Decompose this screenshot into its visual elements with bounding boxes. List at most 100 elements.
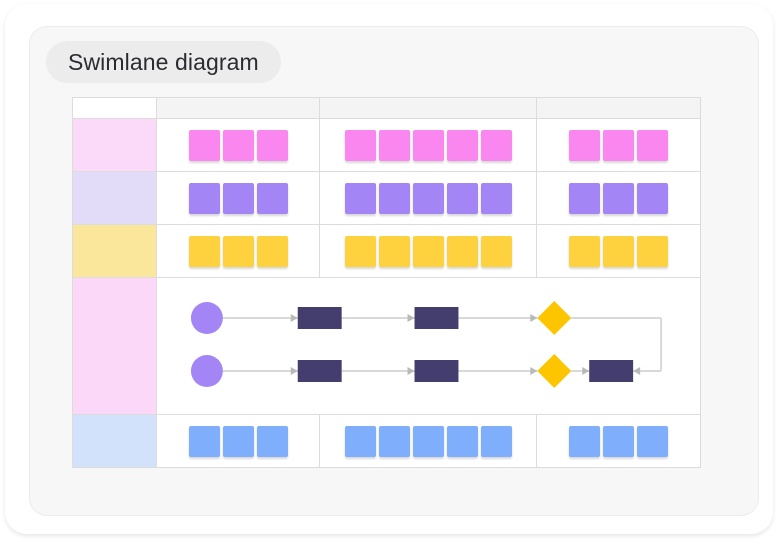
task-block[interactable]: [188, 235, 220, 267]
table-row: [72, 118, 701, 172]
table-row: [72, 224, 701, 278]
process-1-top[interactable]: [297, 307, 342, 329]
lane-blue-cell-1: [156, 414, 320, 468]
task-block[interactable]: [188, 425, 220, 457]
task-block[interactable]: [188, 129, 220, 161]
task-block[interactable]: [222, 129, 254, 161]
lane-flow-cell: [156, 277, 701, 415]
task-block[interactable]: [412, 235, 444, 267]
lane-lavender-label[interactable]: [72, 171, 157, 225]
arrowhead-loopback: [633, 367, 641, 375]
table-row: [72, 171, 701, 225]
lane-blue-label[interactable]: [72, 414, 157, 468]
task-block[interactable]: [637, 425, 668, 457]
lane-blue-cell-2: [319, 414, 537, 468]
arrowhead-top-1: [290, 314, 298, 322]
block-group: [537, 172, 700, 224]
block-group: [157, 172, 319, 224]
lane-pink-top-label[interactable]: [72, 118, 157, 172]
process-2-top[interactable]: [414, 307, 459, 329]
task-block[interactable]: [569, 425, 600, 457]
task-block[interactable]: [569, 129, 600, 161]
page-title: Swimlane diagram: [46, 41, 281, 83]
lane-pink-top-cell-3: [536, 118, 701, 172]
lane-lavender-cell-3: [536, 171, 701, 225]
task-block[interactable]: [222, 425, 254, 457]
arrowhead-top-2: [407, 314, 415, 322]
header-column-3: [536, 97, 701, 119]
header-column-1: [156, 97, 320, 119]
task-block[interactable]: [480, 182, 512, 214]
task-block[interactable]: [344, 182, 376, 214]
task-block[interactable]: [256, 129, 288, 161]
task-block[interactable]: [412, 182, 444, 214]
lane-pink-top-cell-2: [319, 118, 537, 172]
task-block[interactable]: [378, 235, 410, 267]
task-block[interactable]: [188, 182, 220, 214]
process-1-bottom[interactable]: [297, 360, 342, 382]
start-circle-bottom[interactable]: [190, 355, 223, 387]
lane-flow-label[interactable]: [72, 277, 157, 415]
block-group: [157, 415, 319, 467]
arrowhead-bot-2: [407, 367, 415, 375]
task-block[interactable]: [446, 182, 478, 214]
task-block[interactable]: [412, 129, 444, 161]
task-block[interactable]: [637, 235, 668, 267]
task-block[interactable]: [480, 129, 512, 161]
task-block[interactable]: [446, 235, 478, 267]
task-block[interactable]: [446, 425, 478, 457]
task-block[interactable]: [256, 235, 288, 267]
diagram-panel: Swimlane diagram: [29, 26, 759, 516]
outer-card: Swimlane diagram: [5, 4, 773, 534]
block-group: [320, 172, 536, 224]
start-circle-top[interactable]: [190, 302, 223, 334]
header-column-2: [319, 97, 537, 119]
task-block[interactable]: [378, 182, 410, 214]
table-header-row: [72, 97, 701, 119]
lane-yellow-cell-1: [156, 224, 320, 278]
block-group: [320, 225, 536, 277]
arrowhead-bot-1: [290, 367, 298, 375]
lane-yellow-cell-3: [536, 224, 701, 278]
header-corner: [72, 97, 157, 119]
process-3-bottom[interactable]: [589, 360, 634, 382]
block-group: [537, 225, 700, 277]
lane-lavender-cell-2: [319, 171, 537, 225]
arrowhead-bot-4: [582, 367, 590, 375]
arrowhead-top-3: [530, 314, 538, 322]
task-block[interactable]: [603, 425, 634, 457]
lane-blue-cell-3: [536, 414, 701, 468]
task-block[interactable]: [603, 235, 634, 267]
block-group: [320, 415, 536, 467]
task-block[interactable]: [378, 425, 410, 457]
task-block[interactable]: [222, 182, 254, 214]
task-block[interactable]: [569, 182, 600, 214]
task-block[interactable]: [256, 182, 288, 214]
lane-pink-top-cell-1: [156, 118, 320, 172]
block-group: [320, 119, 536, 171]
table-row: [72, 277, 701, 415]
task-block[interactable]: [344, 425, 376, 457]
block-group: [157, 119, 319, 171]
task-block[interactable]: [480, 235, 512, 267]
process-2-bottom[interactable]: [414, 360, 459, 382]
swimlane-table: [72, 97, 701, 468]
table-row: [72, 414, 701, 468]
task-block[interactable]: [256, 425, 288, 457]
task-block[interactable]: [412, 425, 444, 457]
arrowhead-bot-3: [530, 367, 538, 375]
task-block[interactable]: [480, 425, 512, 457]
task-block[interactable]: [637, 129, 668, 161]
task-block[interactable]: [222, 235, 254, 267]
task-block[interactable]: [603, 129, 634, 161]
task-block[interactable]: [344, 129, 376, 161]
decision-bottom[interactable]: [537, 354, 572, 388]
task-block[interactable]: [569, 235, 600, 267]
task-block[interactable]: [603, 182, 634, 214]
lane-yellow-label[interactable]: [72, 224, 157, 278]
task-block[interactable]: [446, 129, 478, 161]
task-block[interactable]: [637, 182, 668, 214]
decision-top[interactable]: [537, 301, 572, 335]
task-block[interactable]: [378, 129, 410, 161]
task-block[interactable]: [344, 235, 376, 267]
